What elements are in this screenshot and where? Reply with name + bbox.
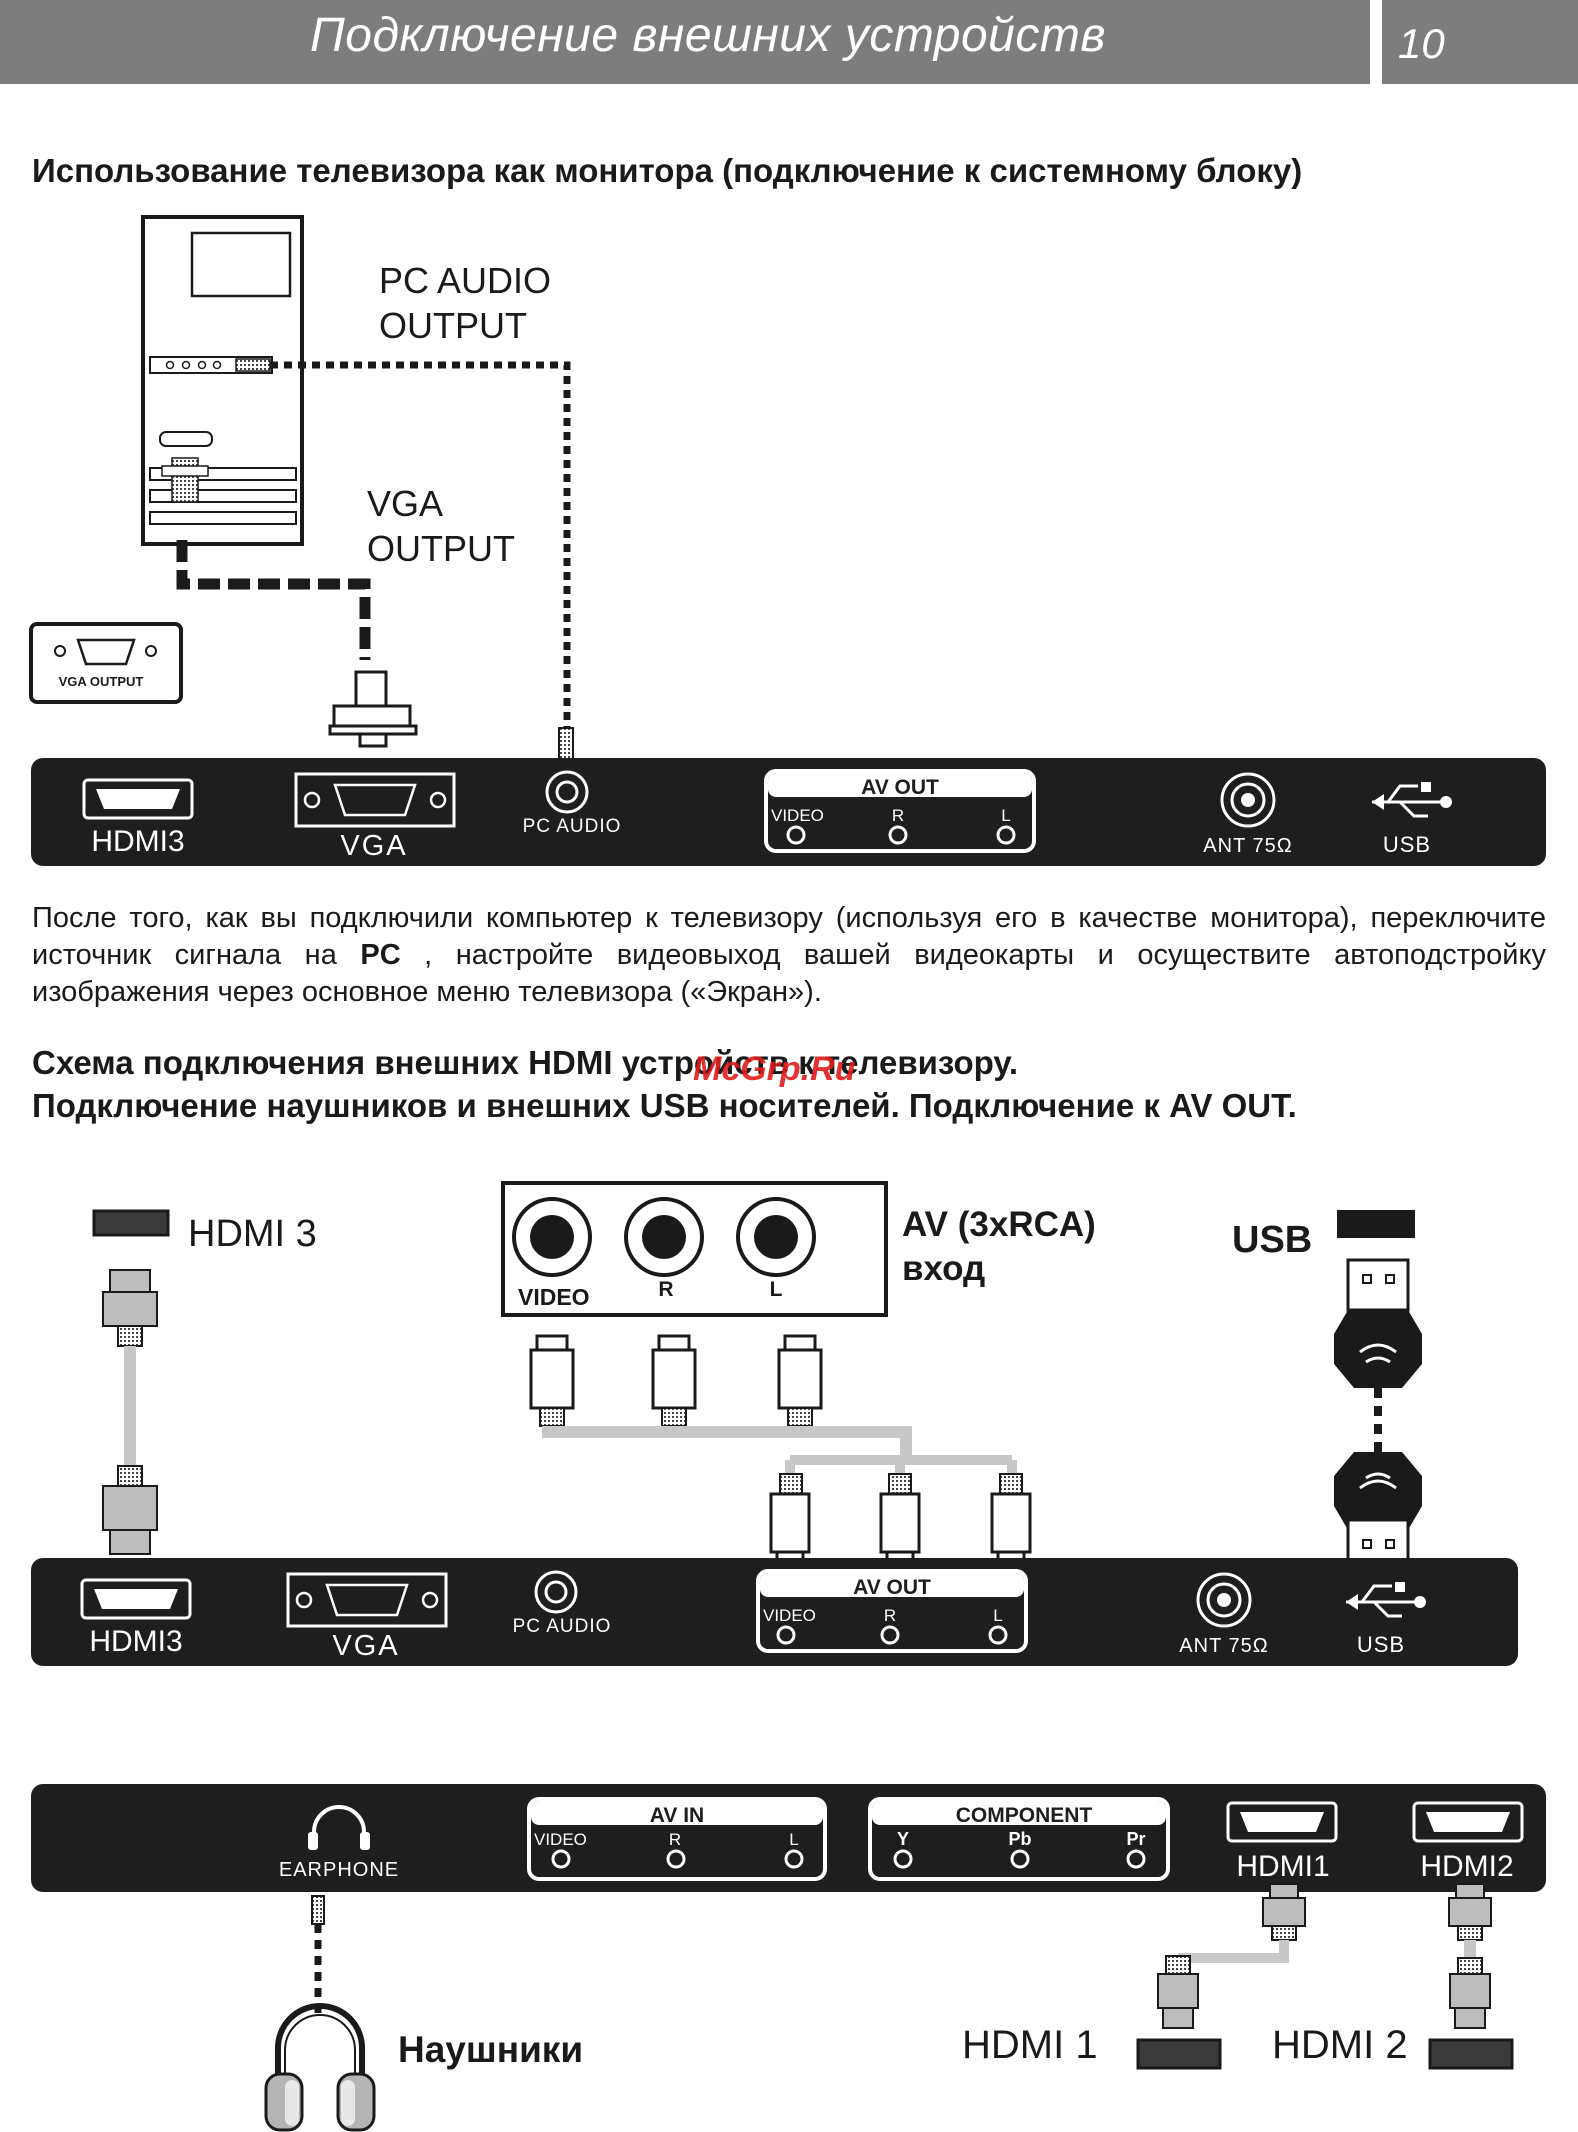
usb-flash-cable <box>1334 1210 1422 1568</box>
panel1-r-label: R <box>892 806 904 825</box>
panel1-pc-audio-label: PC AUDIO <box>523 816 622 837</box>
vga-output-badge-label: VGA OUTPUT <box>59 674 144 689</box>
page-title: Подключение внешних устройств <box>310 9 1106 62</box>
panel2-ant-label: ANT 75Ω <box>1179 1635 1268 1657</box>
panel1-ant-label: ANT 75Ω <box>1203 835 1292 857</box>
panel3-component-label: COMPONENT <box>956 1804 1093 1827</box>
panel2-l-label: L <box>993 1606 1002 1625</box>
panel3-hdmi1-label: HDMI1 <box>1236 1850 1329 1883</box>
panel3-hdmi2-label: HDMI2 <box>1420 1850 1513 1883</box>
pc-audio-output-label-2: OUTPUT <box>379 305 527 346</box>
pc-audio-output-label-1: PC AUDIO <box>379 260 551 301</box>
panel3-l-label: L <box>789 1830 798 1849</box>
vga-plug <box>328 670 418 748</box>
panel3-earphone-label: EARPHONE <box>279 1859 399 1881</box>
paragraph-text-2: , настройте видеовыход вашей видеокарты … <box>32 939 1546 1008</box>
vga-cable <box>176 540 371 660</box>
panel1-hdmi3-label: HDMI3 <box>91 825 184 858</box>
section2-heading-line2: Подключение наушников и внешних USB носи… <box>32 1087 1297 1124</box>
panel1-l-label: L <box>1001 806 1010 825</box>
panel2-vga-label: VGA <box>332 1630 399 1662</box>
av-rca-label-1: AV (3xRCA) <box>902 1205 1096 1244</box>
av-rca-input-panel <box>501 1181 888 1317</box>
hdmi2-cable <box>1428 1883 1514 2070</box>
usb-flash-label: USB <box>1232 1219 1312 1261</box>
rca-cable-set <box>529 1334 1032 1568</box>
panel2-usb-label: USB <box>1357 1632 1405 1657</box>
panel3-r-label: R <box>669 1830 681 1849</box>
header-bar <box>0 0 1370 84</box>
watermark: McGrp.Ru <box>693 1050 856 1088</box>
paragraph-pc-source: PC <box>360 939 401 971</box>
hdmi3-cable <box>92 1209 170 1555</box>
headphones-label: Наушники <box>398 2029 583 2070</box>
panel3-y-label: Y <box>897 1829 909 1849</box>
vga-output-label-1: VGA <box>367 483 443 524</box>
panel1-av-out-label: AV OUT <box>861 776 939 799</box>
panel2-pc-audio-label: PC AUDIO <box>513 1616 612 1637</box>
rca-r-label: R <box>658 1278 673 1301</box>
tv-rear-panel-2 <box>31 1558 1518 1666</box>
rca-l-label: L <box>770 1278 783 1301</box>
panel1-vga-label: VGA <box>340 830 407 862</box>
panel1-usb-label: USB <box>1383 832 1431 857</box>
panel1-video-label: VIDEO <box>771 806 824 825</box>
headphones-icon <box>264 2003 376 2132</box>
headphones-cable <box>311 1895 325 2015</box>
hdmi1-cable <box>1136 1883 1306 2070</box>
page-number-box <box>1382 0 1578 84</box>
page-number: 10 <box>1398 20 1445 67</box>
panel3-pr-label: Pr <box>1126 1829 1145 1849</box>
av-rca-label-2: вход <box>902 1249 985 1288</box>
rca-video-label: VIDEO <box>518 1284 590 1310</box>
panel3-av-in-label: AV IN <box>650 1804 704 1827</box>
pc-audio-cable <box>270 361 571 728</box>
pc-system-unit <box>141 215 304 546</box>
paragraph-text-1: После того, как вы подключили компьютер … <box>32 902 1546 971</box>
section2-heading-line1: Схема подключения внешних HDMI устройств… <box>32 1044 1019 1081</box>
vga-output-label-2: OUTPUT <box>367 528 515 569</box>
tv-side-panel <box>31 1784 1546 1892</box>
hdmi2-label: HDMI 2 <box>1272 2023 1408 2067</box>
panel2-hdmi3-label: HDMI3 <box>89 1625 182 1658</box>
panel2-av-out-label: AV OUT <box>853 1576 931 1599</box>
panel3-pb-label: Pb <box>1008 1829 1031 1849</box>
section1-heading: Использование телевизора как монитора (п… <box>32 152 1303 189</box>
hdmi3-label: HDMI 3 <box>188 1213 317 1255</box>
vga-output-badge <box>29 622 183 704</box>
panel2-video-label: VIDEO <box>763 1606 816 1625</box>
panel2-r-label: R <box>884 1606 896 1625</box>
tv-rear-panel-1 <box>31 758 1546 866</box>
instruction-paragraph: После того, как вы подключили компьютер … <box>32 900 1546 1011</box>
panel3-video-label: VIDEO <box>534 1830 587 1849</box>
hdmi1-label: HDMI 1 <box>962 2023 1098 2067</box>
